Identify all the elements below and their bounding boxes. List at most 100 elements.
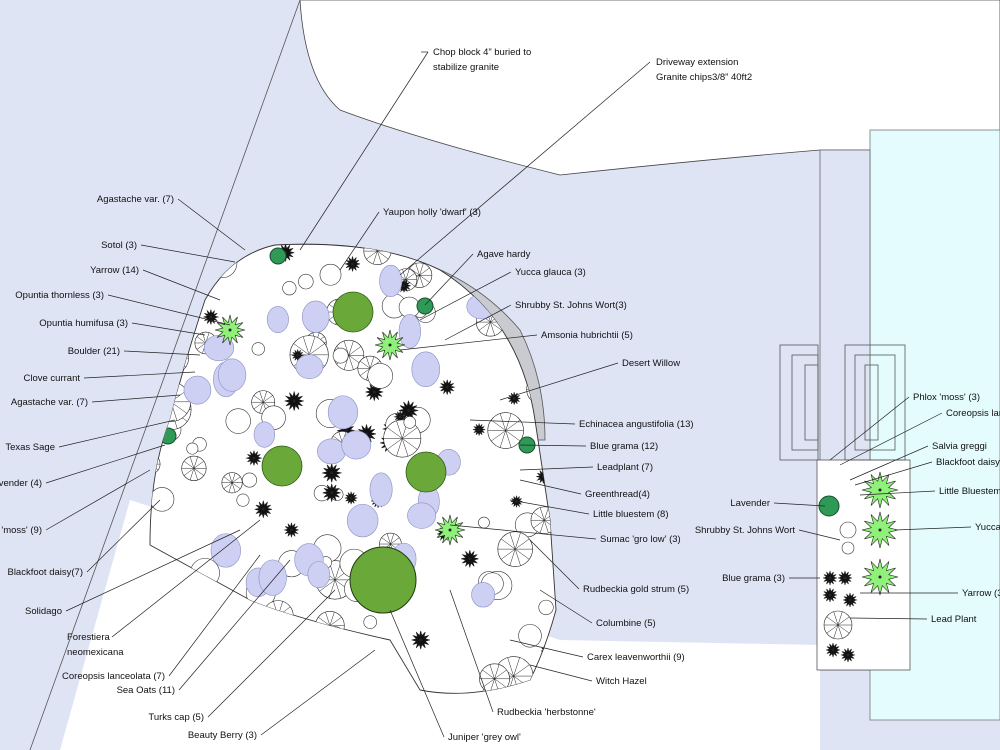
label-side-right: Phlox 'moss' (3) <box>913 392 980 403</box>
leader-line <box>65 529 241 612</box>
boulder-icon <box>307 561 331 589</box>
boulder-icon <box>346 503 379 538</box>
boulder-icon <box>327 395 359 430</box>
leader-line <box>299 51 429 251</box>
note-driveway: Driveway extension <box>656 57 738 68</box>
leader-line <box>839 412 943 466</box>
label-right: Blue grama (12) <box>590 441 658 452</box>
perennial-icon <box>518 624 542 648</box>
label-right: Leadplant (7) <box>597 462 653 473</box>
leader-line <box>178 559 291 691</box>
leader-line <box>859 490 936 496</box>
boulder-icon <box>317 438 346 465</box>
boulder-icon <box>379 264 403 297</box>
leader-line <box>449 589 494 713</box>
boulder-icon <box>266 306 289 333</box>
label-left: Boulder (21) <box>68 346 120 357</box>
label-right: Yaupon holly 'dwarf' (3) <box>383 207 481 218</box>
leader-line <box>854 461 933 486</box>
label-side-right: Salvia greggi <box>932 441 987 452</box>
label-forestiera: neomexicana <box>67 647 124 658</box>
boulder-icon <box>398 314 421 349</box>
leader-line <box>509 639 584 658</box>
side-bed-plants <box>818 471 899 663</box>
leader-line <box>539 589 593 624</box>
leader-line <box>260 649 376 736</box>
leader-line <box>894 526 972 531</box>
perennial-icon <box>332 347 349 364</box>
leader-line <box>529 539 580 590</box>
label-left: Agastache var. (7) <box>97 194 174 205</box>
boulder-icon <box>253 421 276 448</box>
leader-line <box>45 469 151 531</box>
label-left: Lavender (4) <box>0 478 42 489</box>
leader-line <box>424 253 474 306</box>
perennial-icon <box>282 281 297 296</box>
label-left: Yarrow (14) <box>90 265 139 276</box>
leader-line <box>58 419 176 448</box>
leader-line <box>399 334 538 351</box>
label-right: Columbine (5) <box>596 618 656 629</box>
boulder-icon <box>407 502 437 529</box>
leader-line <box>111 519 261 638</box>
leader-line <box>849 445 929 481</box>
boulder-icon <box>369 472 393 507</box>
leader-line <box>107 294 231 326</box>
lavender-icon <box>269 247 287 265</box>
label-right: Witch Hazel <box>596 676 647 687</box>
note-driveway: Granite chips3/8” 40ft2 <box>656 72 752 83</box>
perennial-icon <box>367 363 393 389</box>
perennial-icon <box>242 472 257 488</box>
leader-line <box>131 322 206 336</box>
leader-line <box>829 396 910 461</box>
boulder-icon <box>183 375 212 405</box>
perennial-icon <box>538 599 554 615</box>
label-right: Rudbeckia gold strum (5) <box>583 584 689 595</box>
leader-line <box>509 499 590 515</box>
label-side-right: Coreopsis lanceolata <box>946 408 1000 419</box>
leader-line <box>798 529 841 541</box>
leader-line <box>389 609 445 738</box>
boulder-icon <box>210 533 241 568</box>
label-right: Echinacea angustifolia (13) <box>579 419 694 430</box>
boulder-icon <box>258 559 287 596</box>
label-forestiera: Forestiera <box>67 632 110 643</box>
label-right: Desert Willow <box>622 358 680 369</box>
leader-line <box>177 198 246 251</box>
label-bottom: Turks cap (5) <box>148 712 204 723</box>
label-side-right: Blackfoot daisy <box>936 457 1000 468</box>
leader-line <box>91 394 181 403</box>
leader-line <box>444 304 512 341</box>
leader-line <box>339 211 380 271</box>
perennial-icon <box>251 342 265 356</box>
label-bottom: Sea Oats (11) <box>117 685 175 696</box>
label-side-left: Shrubby St. Johns Wort <box>695 525 796 536</box>
leader-line <box>399 61 651 276</box>
leader-line <box>449 524 597 540</box>
leader-line <box>499 362 619 401</box>
label-left: Clove currant <box>24 373 81 384</box>
leader-line <box>519 466 594 471</box>
leader-line <box>849 617 928 620</box>
leader-line <box>83 371 196 379</box>
leader-line <box>773 502 826 507</box>
label-side-left: Lavender <box>730 498 770 509</box>
agave-icon <box>405 451 447 493</box>
boulder-icon <box>411 351 441 388</box>
label-side-right: Little Bluestem <box>939 486 1000 497</box>
note-chop-block: stabilize granite <box>433 62 499 73</box>
leader-line <box>140 244 236 263</box>
label-side-right: Lead Plant <box>931 614 977 625</box>
label-right: Little bluestem (8) <box>593 509 669 520</box>
label-right: Greenthread(4) <box>585 489 650 500</box>
boulder-icon <box>341 430 372 460</box>
label-right: Juniper 'grey owl' <box>448 732 521 743</box>
steps <box>779 344 906 461</box>
leader-line <box>519 444 587 447</box>
label-left: Sotol (3) <box>101 240 137 251</box>
perennial-icon <box>363 615 377 629</box>
perennial-icon <box>225 408 251 434</box>
boulder-icon <box>203 334 235 362</box>
label-left: Blackfoot daisy(7) <box>7 567 83 578</box>
